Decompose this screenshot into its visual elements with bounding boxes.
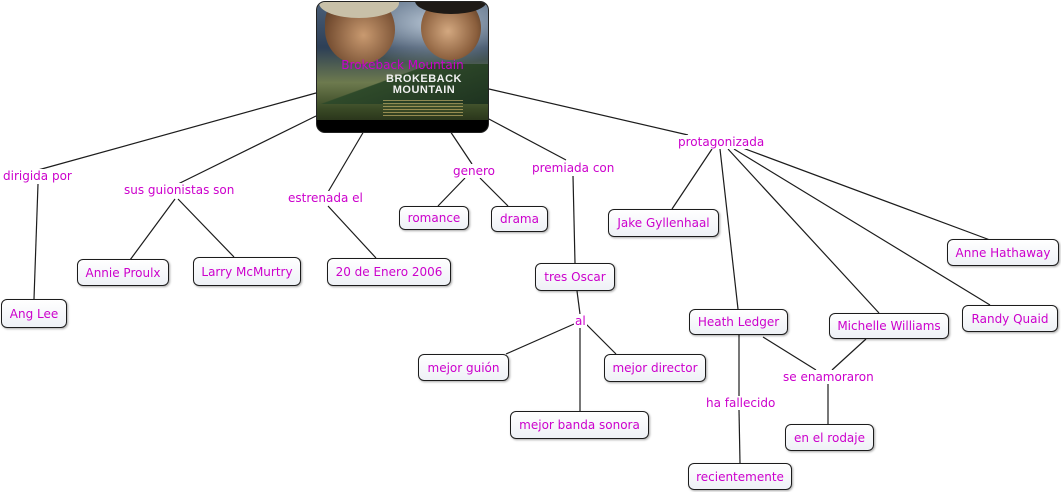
poster-hat-right xyxy=(415,2,487,14)
concept-heath-ledger[interactable]: Heath Ledger xyxy=(689,309,788,335)
poster-bottom-strip xyxy=(317,120,488,132)
concept-randy-quaid[interactable]: Randy Quaid xyxy=(962,305,1058,332)
phrase-awarded: premiada con xyxy=(531,161,616,175)
link-directed-anglee xyxy=(33,183,39,300)
phrase-directed: dirigida por xyxy=(2,169,73,183)
concept-best-score[interactable]: mejor banda sonora xyxy=(510,411,649,439)
phrase-writers: sus guionistas son xyxy=(123,183,236,197)
link-starring-jake xyxy=(671,148,713,210)
link-awarded-oscar xyxy=(572,175,576,264)
phrase-fell-in-love: se enamoraron xyxy=(782,370,875,384)
link-to-director xyxy=(585,323,617,355)
link-writers-proulx xyxy=(129,198,176,261)
concept-anne-hathaway[interactable]: Anne Hathaway xyxy=(947,239,1059,266)
link-root-awarded xyxy=(486,117,567,161)
concept-on-set[interactable]: en el rodaje xyxy=(785,424,874,451)
link-heath-love xyxy=(762,336,817,371)
link-writers-mcmurtry xyxy=(177,198,235,258)
phrase-released: estrenada el xyxy=(287,191,364,205)
concept-romance[interactable]: romance xyxy=(399,206,469,230)
link-starring-heath xyxy=(719,148,739,310)
link-michelle-love xyxy=(831,338,867,371)
poster-hat-left xyxy=(319,2,399,18)
link-genre-drama xyxy=(479,177,509,207)
link-starring-anne xyxy=(739,146,991,241)
phrase-died: ha fallecido xyxy=(705,396,777,410)
concept-michelle-williams[interactable]: Michelle Williams xyxy=(829,313,949,339)
root-concept-label: Brokeback Mountain xyxy=(341,58,464,72)
link-root-directed xyxy=(37,92,317,171)
link-root-starring xyxy=(488,88,689,136)
link-oscar-to xyxy=(576,290,581,315)
poster-credits xyxy=(383,100,463,116)
poster-title-art: BROKEBACK MOUNTAIN xyxy=(386,73,462,96)
concept-three-oscar[interactable]: tres Oscar xyxy=(535,263,615,291)
concept-jake-gyllenhaal[interactable]: Jake Gyllenhaal xyxy=(608,209,719,237)
concept-annie-proulx[interactable]: Annie Proulx xyxy=(77,259,169,286)
link-released-date xyxy=(327,205,377,259)
link-root-genre xyxy=(449,130,473,165)
link-died-recently xyxy=(738,409,741,464)
concept-recently[interactable]: recientemente xyxy=(688,463,792,490)
phrase-genre: genero xyxy=(452,164,496,178)
link-starring-michelle xyxy=(727,148,880,314)
link-starring-randy xyxy=(733,148,991,306)
link-to-screenplay xyxy=(505,323,575,355)
poster-mountains xyxy=(317,64,488,104)
link-root-writers xyxy=(177,115,317,185)
link-root-released xyxy=(327,130,365,193)
concept-drama[interactable]: drama xyxy=(491,206,548,232)
brokeback-mountain-poster: BROKEBACK MOUNTAIN Brokeback Mountain xyxy=(316,1,489,133)
concept-best-screenplay[interactable]: mejor guión xyxy=(418,354,509,381)
concept-release-date[interactable]: 20 de Enero 2006 xyxy=(327,258,451,286)
concept-ang-lee[interactable]: Ang Lee xyxy=(1,299,67,328)
concept-larry-mcmurtry[interactable]: Larry McMurtry xyxy=(193,257,301,286)
concept-best-director[interactable]: mejor director xyxy=(604,354,706,382)
phrase-to: al xyxy=(574,314,587,328)
link-genre-romance xyxy=(437,177,466,207)
phrase-starring: protagonizada xyxy=(677,135,766,149)
